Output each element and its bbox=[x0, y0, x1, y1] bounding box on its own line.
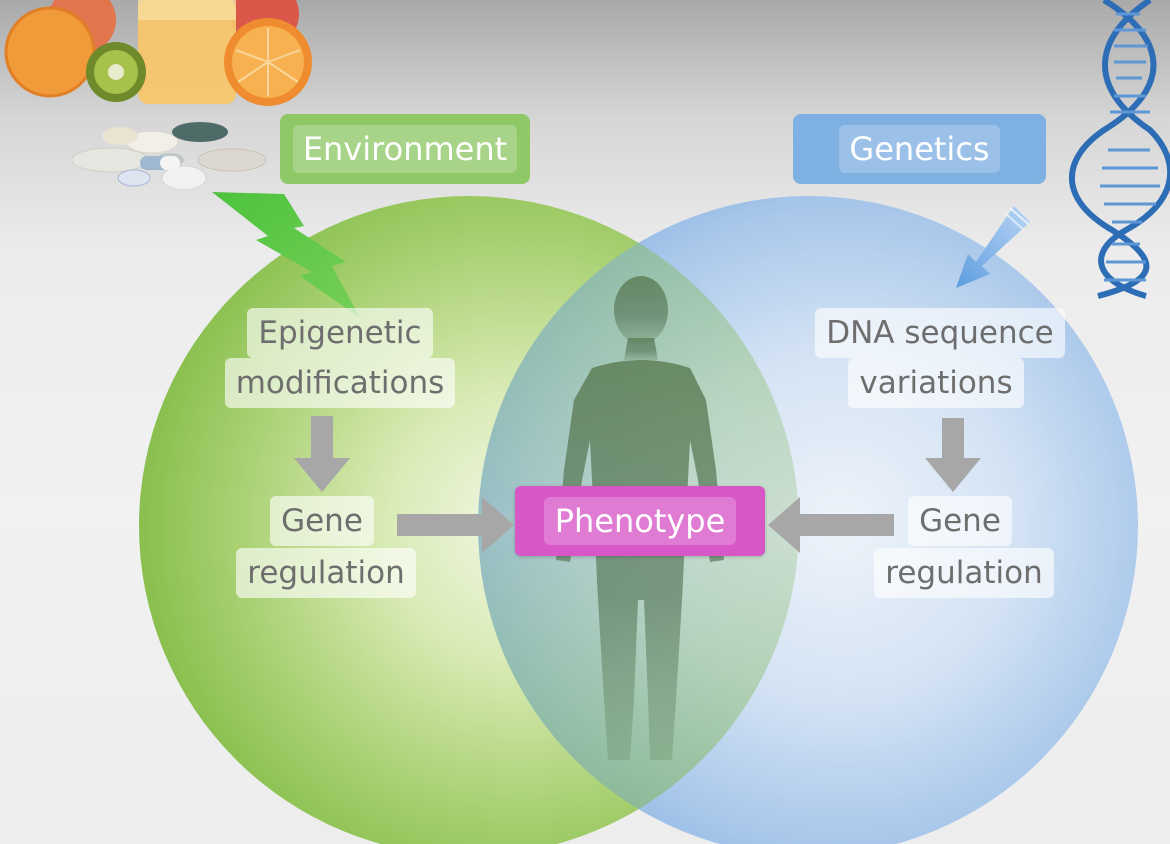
phenotype-label: Phenotype bbox=[543, 497, 737, 545]
down-arrow-left bbox=[294, 416, 350, 492]
right-arrow-to-phenotype bbox=[397, 497, 514, 553]
fruit-icon bbox=[4, 0, 312, 106]
lightning-arrow-icon bbox=[212, 192, 360, 318]
genetics-header: Genetics bbox=[793, 114, 1046, 184]
dna-icon bbox=[1068, 0, 1170, 299]
human-silhouette-icon bbox=[556, 276, 724, 760]
left-arrow-to-phenotype bbox=[768, 497, 894, 553]
blue-arrow-icon bbox=[956, 206, 1030, 288]
genetics-label: Genetics bbox=[839, 125, 1000, 173]
pills-icon bbox=[71, 122, 267, 191]
phenotype-box: Phenotype bbox=[515, 486, 765, 556]
environment-header: Environment bbox=[280, 114, 530, 184]
environment-label: Environment bbox=[292, 125, 518, 173]
down-arrow-right bbox=[925, 418, 981, 492]
